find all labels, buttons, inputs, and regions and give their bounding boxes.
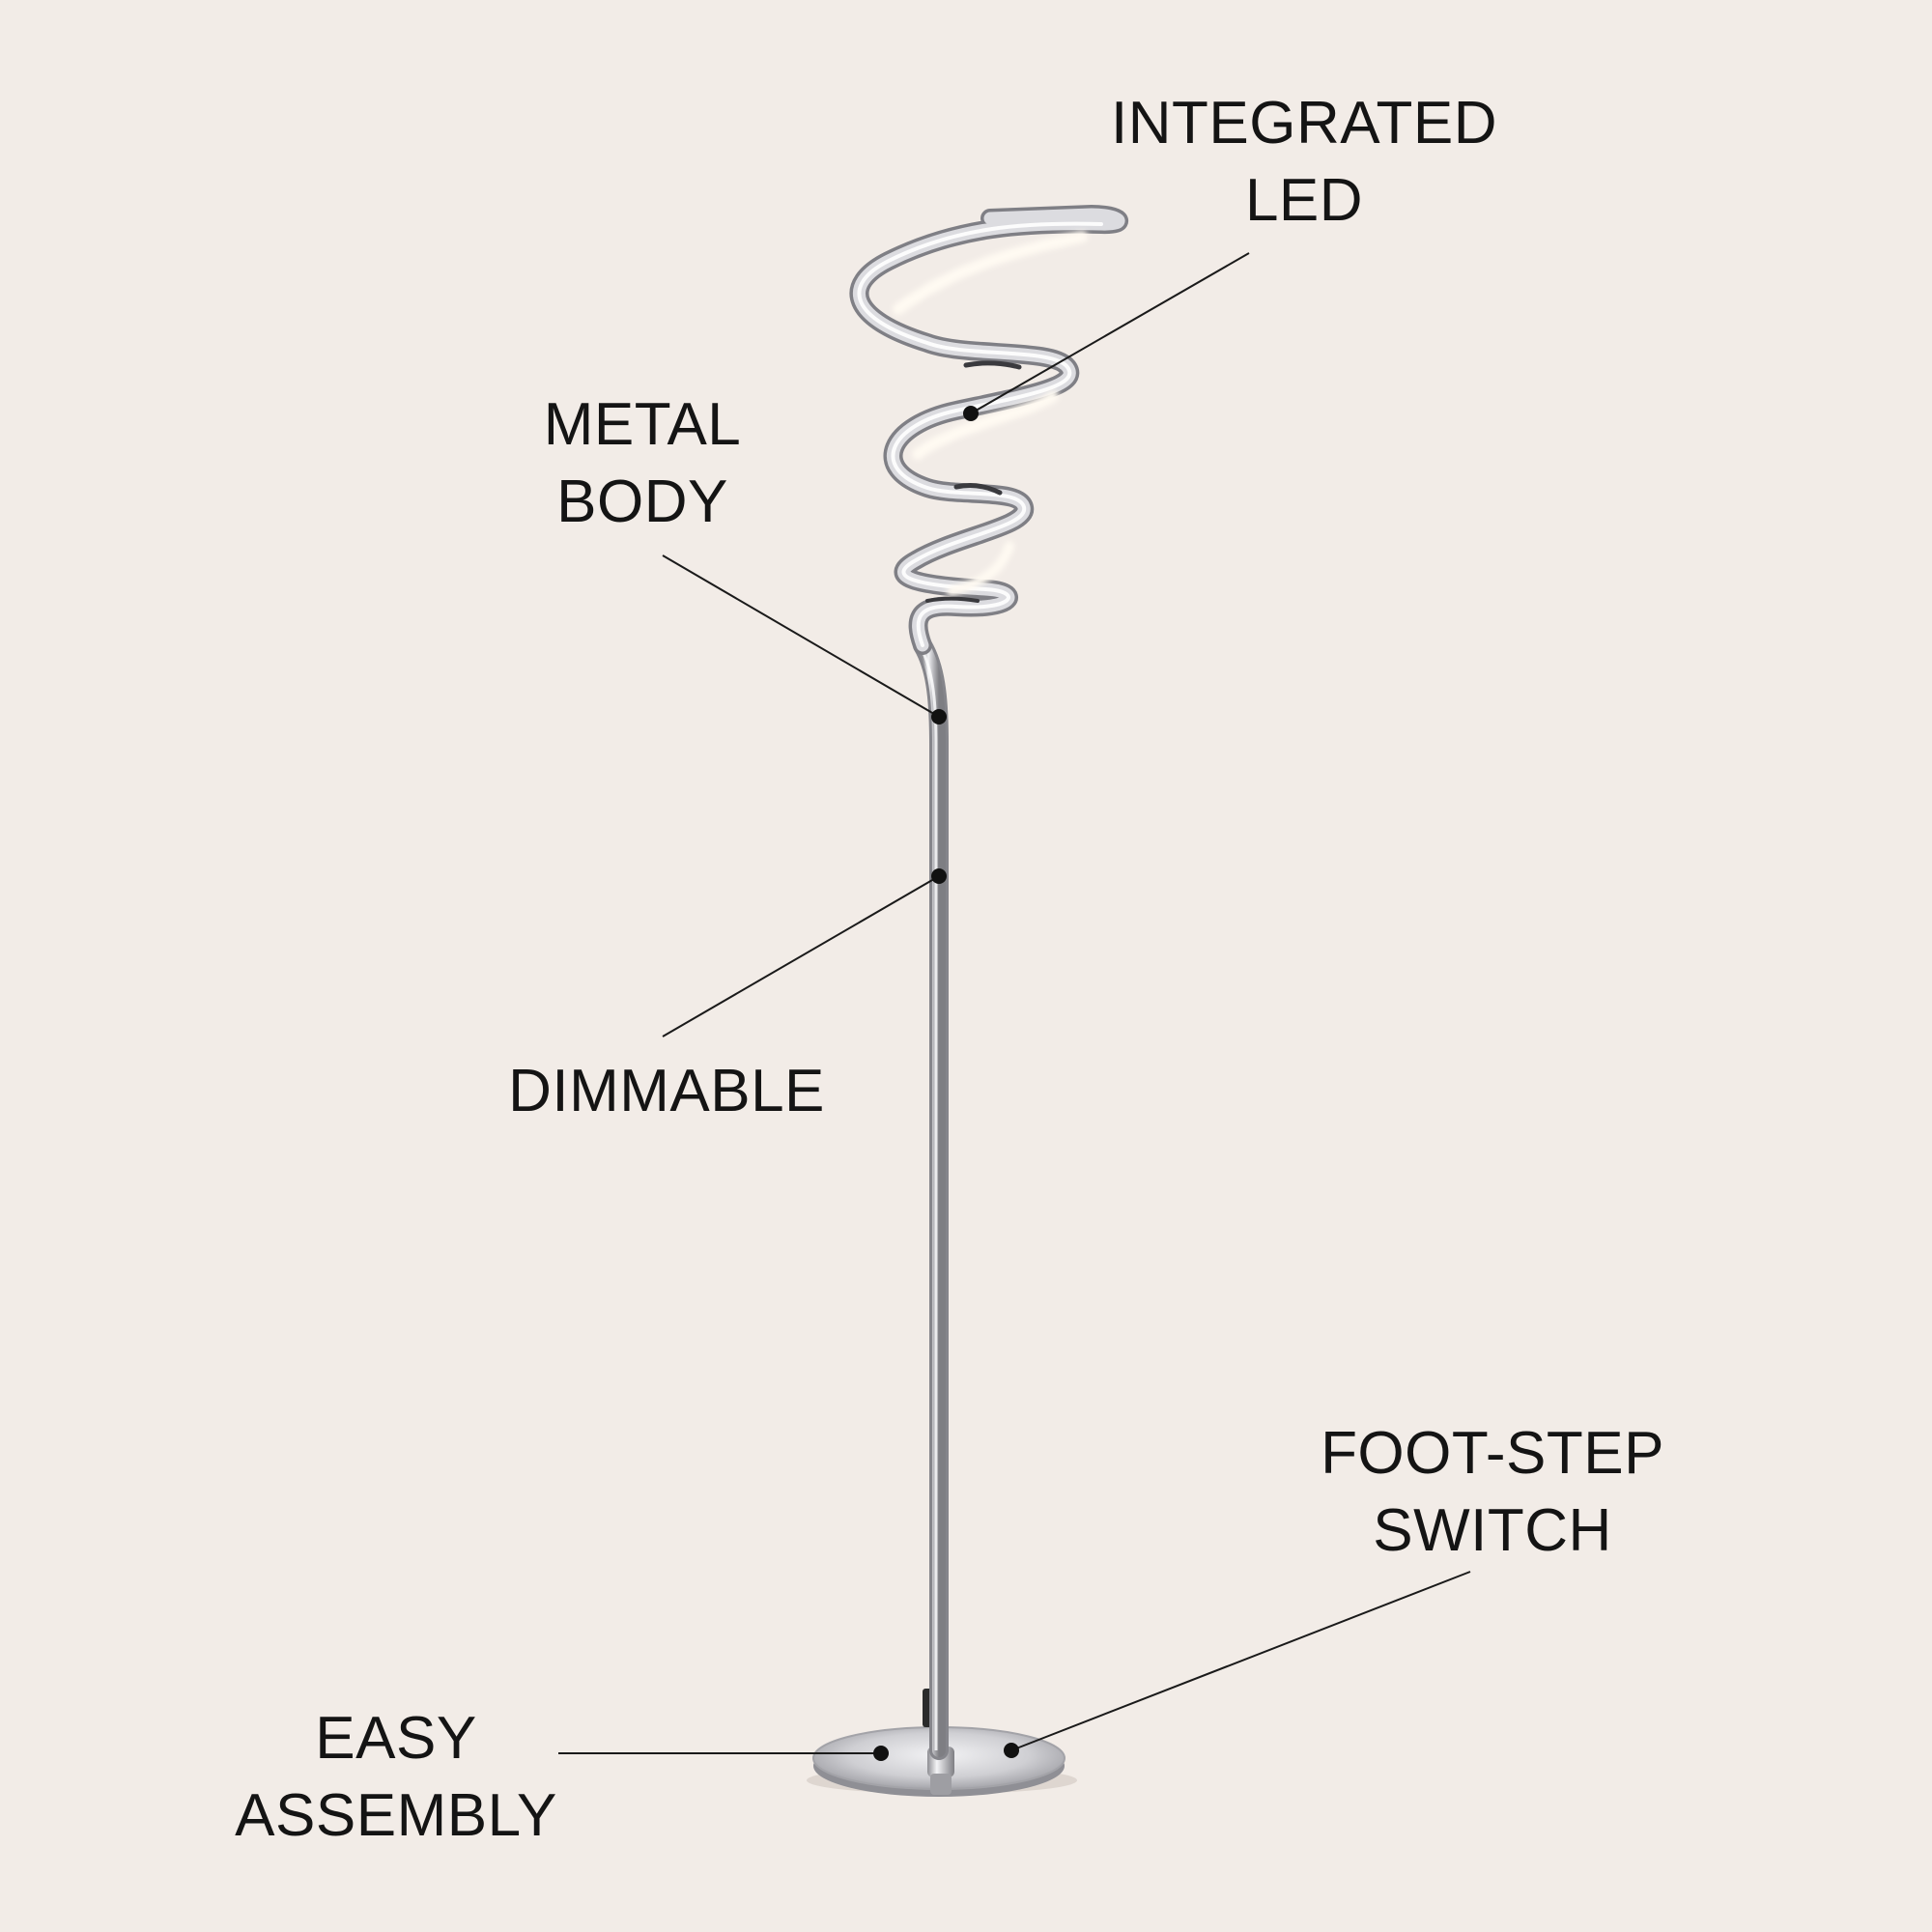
label-metal-body: METAL BODY [483, 386, 802, 541]
label-line: BODY [556, 469, 728, 535]
label-line: DIMMABLE [508, 1058, 825, 1124]
callout-dot-easy [873, 1746, 889, 1761]
label-dimmable: DIMMABLE [464, 1053, 869, 1130]
label-line: ASSEMBLY [235, 1782, 557, 1849]
callout-dot-dimmable [931, 868, 947, 884]
integrated-led-strip [893, 231, 1088, 596]
callout-line-foot [1010, 1571, 1471, 1751]
callout-dot-metal [931, 709, 947, 724]
callout-line-led [970, 252, 1250, 414]
label-integrated-led: INTEGRATED LED [1063, 85, 1546, 240]
label-line: METAL [543, 391, 742, 458]
label-line: FOOT-STEP [1321, 1420, 1664, 1487]
callout-line-metal [662, 554, 940, 718]
label-line: LED [1244, 167, 1364, 234]
spiral-led-body [849, 205, 1129, 655]
label-line: SWITCH [1373, 1497, 1612, 1564]
callout-dot-led [963, 406, 979, 421]
callout-dot-foot [1004, 1743, 1019, 1758]
callout-line-dimmable [662, 875, 940, 1037]
label-line: INTEGRATED [1111, 90, 1497, 156]
label-easy-assembly: EASY ASSEMBLY [193, 1700, 599, 1855]
label-line: EASY [315, 1705, 477, 1772]
label-foot-step-switch: FOOT-STEP SWITCH [1265, 1415, 1719, 1570]
